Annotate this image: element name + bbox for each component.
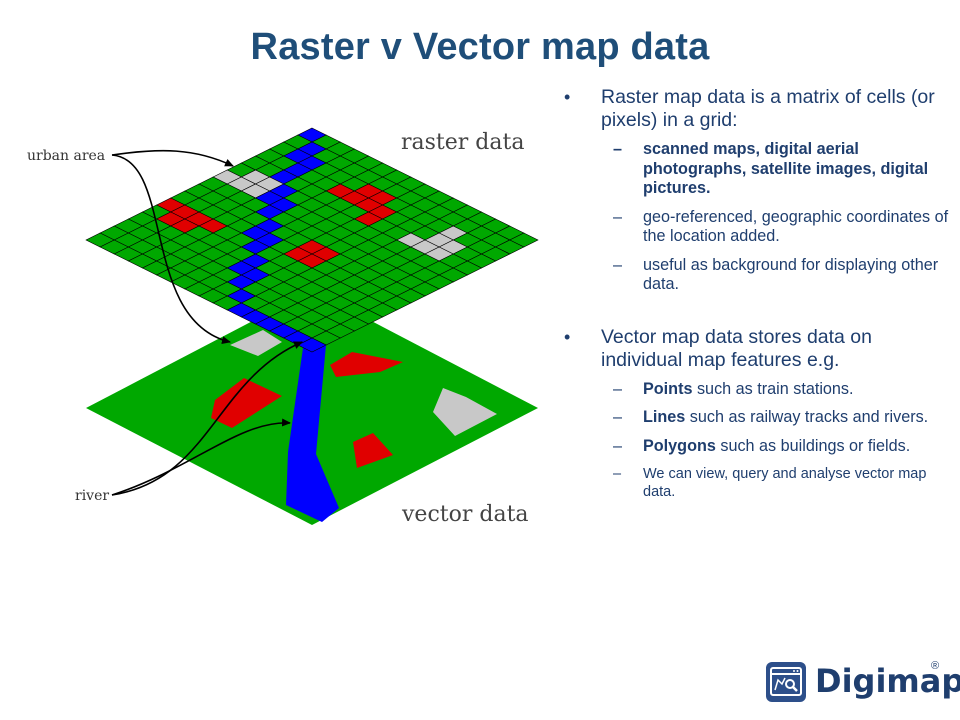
- urban-arrow-vector: [111, 154, 231, 344]
- bullet-dot: •: [564, 326, 571, 347]
- sub-bullet: –Lines such as railway tracks and rivers…: [613, 408, 929, 426]
- logo-text: Digimap: [815, 662, 960, 700]
- sub-bullet-bold: Lines: [643, 408, 686, 426]
- urban-arrow-raster: [111, 149, 234, 167]
- bullet-vector: • Vector map data stores data on individ…: [564, 326, 949, 372]
- sub-bullet-text: scanned maps, digital aerial photographs…: [643, 140, 929, 197]
- vector-data-label: vector data: [401, 502, 529, 527]
- river-arrow-raster: [111, 341, 303, 496]
- vector-sub-list: –Points such as train stations. –Lines s…: [564, 380, 949, 502]
- vector-layer: [86, 290, 538, 525]
- sub-bullet: –scanned maps, digital aerial photograph…: [613, 140, 929, 197]
- vector-feature-polygon-2: [211, 378, 282, 428]
- sub-bullet-bold: Polygons: [643, 436, 716, 455]
- urban-area-label: urban area: [27, 148, 105, 164]
- sub-bullet: –We can view, query and analyse vector m…: [613, 466, 927, 500]
- map-browser-icon: [766, 662, 806, 702]
- raster-layer: [85, 127, 539, 353]
- sub-bullet: –geo-referenced, geographic coordinates …: [613, 207, 949, 246]
- raster-sub-list: –scanned maps, digital aerial photograph…: [564, 140, 949, 295]
- bullet-text: Raster map data is a matrix of cells (or…: [601, 86, 935, 131]
- raster-vector-diagram: raster data vector data urban area river: [27, 127, 539, 527]
- pointer-arrows: [111, 149, 303, 496]
- registered-mark: ®: [931, 660, 940, 672]
- river-label: river: [75, 488, 109, 504]
- vector-river: [286, 341, 339, 522]
- slide-title: Raster v Vector map data: [250, 26, 710, 68]
- sub-bullet-text: useful as background for displaying othe…: [643, 255, 939, 294]
- vector-urban-area: [230, 330, 282, 356]
- raster-data-label: raster data: [401, 130, 524, 155]
- sub-bullet-text: such as railway tracks and rivers.: [685, 408, 929, 426]
- sub-bullet-text: such as train stations.: [692, 379, 854, 398]
- vector-feature-polygon: [330, 352, 403, 377]
- bullet-dot: •: [564, 87, 571, 107]
- bullet-list: • Raster map data is a matrix of cells (…: [564, 86, 949, 510]
- sub-bullet-text: geo-referenced, geographic coordinates o…: [643, 207, 949, 246]
- sub-bullet: –Points such as train stations.: [613, 379, 854, 398]
- sub-bullet-text: We can view, query and analyse vector ma…: [643, 466, 927, 500]
- sub-bullet: –Polygons such as buildings or fields.: [613, 436, 911, 455]
- bullet-raster: • Raster map data is a matrix of cells (…: [564, 86, 949, 132]
- vector-feature-polygon-3: [353, 433, 393, 468]
- sub-bullet-text: such as buildings or fields.: [715, 436, 911, 455]
- sub-bullet-bold: Points: [643, 379, 693, 398]
- vector-urban-area-2: [433, 388, 497, 436]
- bullet-text: Vector map data stores data on individua…: [601, 325, 873, 371]
- river-arrow-vector: [111, 418, 291, 496]
- sub-bullet: –useful as background for displaying oth…: [613, 255, 939, 294]
